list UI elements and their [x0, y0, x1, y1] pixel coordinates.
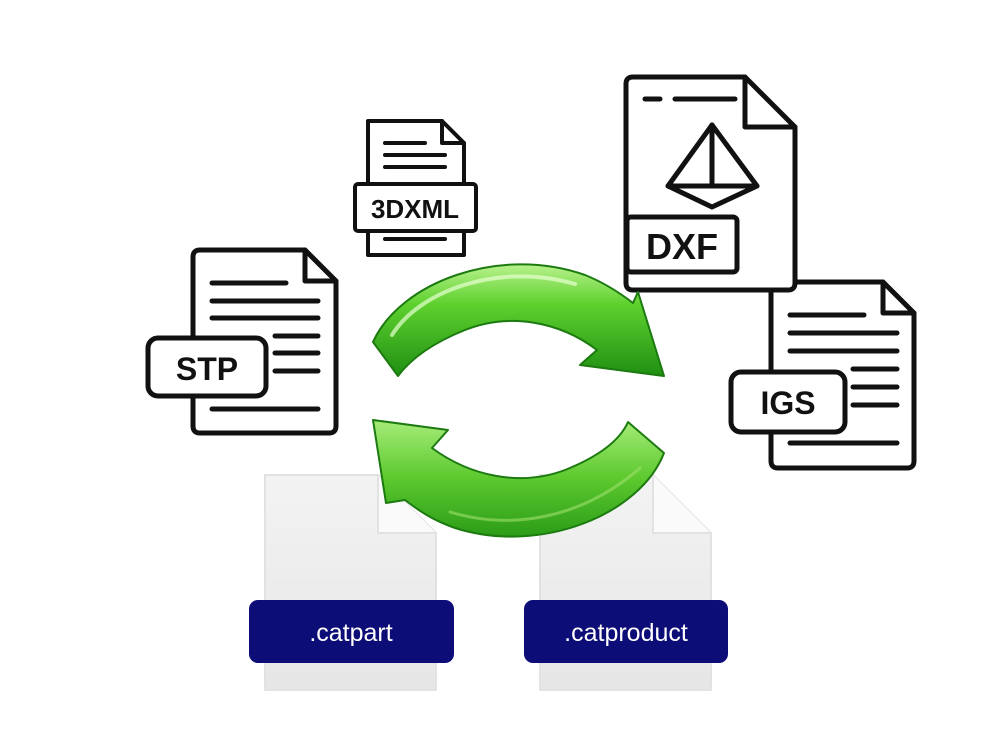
sync-arrow-bottom [372, 419, 665, 538]
igs-label: IGS [760, 385, 815, 421]
catproduct-label: .catproduct [564, 619, 688, 647]
catproduct-badge [524, 600, 728, 663]
stp-label: STP [176, 351, 238, 387]
catproduct-file-icon: .catproduct [524, 474, 728, 691]
catpart-file-icon: .catpart [249, 474, 454, 691]
sync-arrow-top [372, 263, 665, 377]
3dxml-document-icon: 3DXML [353, 119, 478, 257]
dxf-document-icon: DXF [623, 74, 798, 293]
catpart-label: .catpart [309, 619, 392, 647]
3dxml-label: 3DXML [371, 194, 459, 224]
stp-document-icon: STP [145, 247, 339, 436]
catpart-badge [249, 600, 454, 663]
igs-document-icon: IGS [728, 279, 917, 471]
green-sync-arrows-icon [372, 263, 665, 538]
dxf-label: DXF [646, 226, 718, 267]
